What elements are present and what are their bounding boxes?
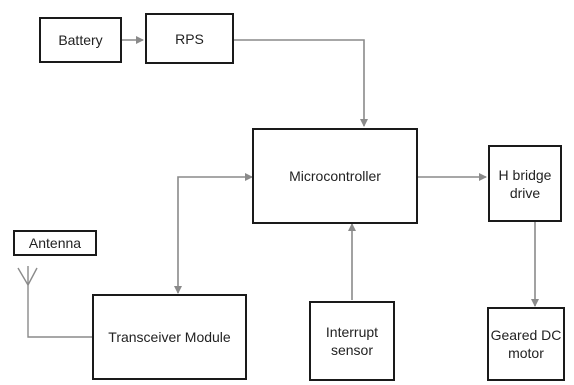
interrupt-label-line1: Interrupt: [325, 324, 379, 340]
motor-label-line1: Geared DC: [490, 327, 562, 343]
arrow-rps-to-microcontroller: [234, 39, 368, 127]
antenna-block: Antenna: [13, 230, 97, 256]
antenna-label: Antenna: [28, 235, 82, 251]
antenna-wire: [27, 285, 92, 338]
h-bridge-label-line1: H bridge: [498, 166, 552, 183]
arrow-transceiver-to-microcontroller: [245, 173, 253, 181]
geared-dc-motor-block: Geared DC motor: [487, 307, 565, 381]
h-bridge-label-line2: drive: [509, 184, 541, 201]
arrow-microcontroller-to-transceiver: [174, 176, 252, 294]
motor-label-line2: motor: [508, 345, 544, 361]
transceiver-module-block: Transceiver Module: [92, 294, 247, 380]
interrupt-label-line2: sensor: [330, 342, 374, 358]
battery-label: Battery: [58, 32, 103, 48]
transceiver-label: Transceiver Module: [108, 329, 231, 345]
interrupt-sensor-block: Interrupt sensor: [309, 301, 395, 381]
battery-block: Battery: [39, 17, 122, 63]
rps-block: RPS: [145, 13, 234, 64]
h-bridge-block: H bridge drive: [488, 145, 562, 222]
microcontroller-label: Microcontroller: [289, 168, 381, 184]
antenna-symbol-icon: [17, 266, 38, 286]
microcontroller-block: Microcontroller: [252, 128, 418, 224]
rps-label: RPS: [175, 30, 204, 47]
